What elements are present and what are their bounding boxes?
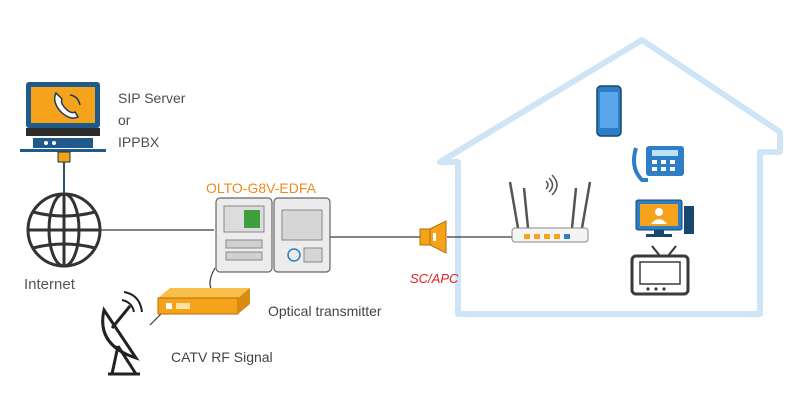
connector-icon bbox=[419, 220, 447, 254]
catv-rf-label: CATV RF Signal bbox=[171, 349, 273, 365]
internet-label: Internet bbox=[24, 276, 75, 293]
ippbx-label: IPPBX bbox=[118, 134, 160, 150]
sip-or-label: or bbox=[118, 112, 131, 128]
olt-device-name: OLTO-G8V-EDFA bbox=[206, 180, 316, 196]
optical-transmitter-device bbox=[157, 288, 250, 315]
olt-enclosure bbox=[215, 197, 331, 273]
wifi-signal-icon bbox=[545, 174, 558, 196]
wifi-router-icon bbox=[508, 181, 592, 243]
satellite-dish-icon bbox=[101, 291, 143, 376]
television-icon bbox=[630, 245, 690, 296]
optical-transmitter-label: Optical transmitter bbox=[268, 303, 382, 319]
sip-server-monitor bbox=[20, 82, 106, 163]
house-outline bbox=[437, 37, 783, 317]
desk-telephone-icon bbox=[632, 146, 684, 182]
mobile-phone-icon bbox=[596, 85, 622, 137]
globe-icon bbox=[26, 192, 102, 268]
phone-handset-icon bbox=[53, 91, 81, 119]
connector-label: SC/APC bbox=[410, 271, 459, 286]
desktop-computer-icon bbox=[635, 199, 694, 237]
sip-server-label: SIP Server bbox=[118, 90, 186, 106]
